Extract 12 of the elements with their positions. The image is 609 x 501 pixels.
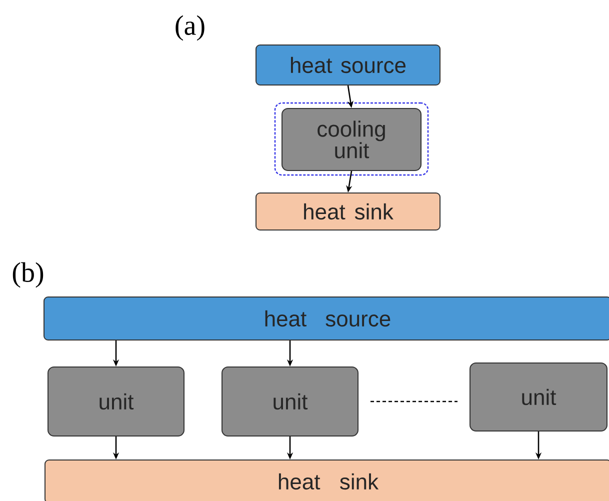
panel-label: (a) [176, 15, 204, 41]
process-box: unit [48, 366, 184, 436]
process-box: heat source [256, 44, 440, 86]
process-box: cooling unit [282, 108, 422, 171]
process-box: unit [222, 366, 358, 436]
panel-label: (b) [12, 262, 44, 288]
process-box: heat sink [256, 192, 440, 230]
process-box: heat source [44, 296, 609, 340]
process-box: unit [470, 362, 608, 432]
dashed-line [370, 400, 458, 402]
process-box: heat sink [44, 460, 609, 501]
dashed-frame [274, 102, 429, 176]
